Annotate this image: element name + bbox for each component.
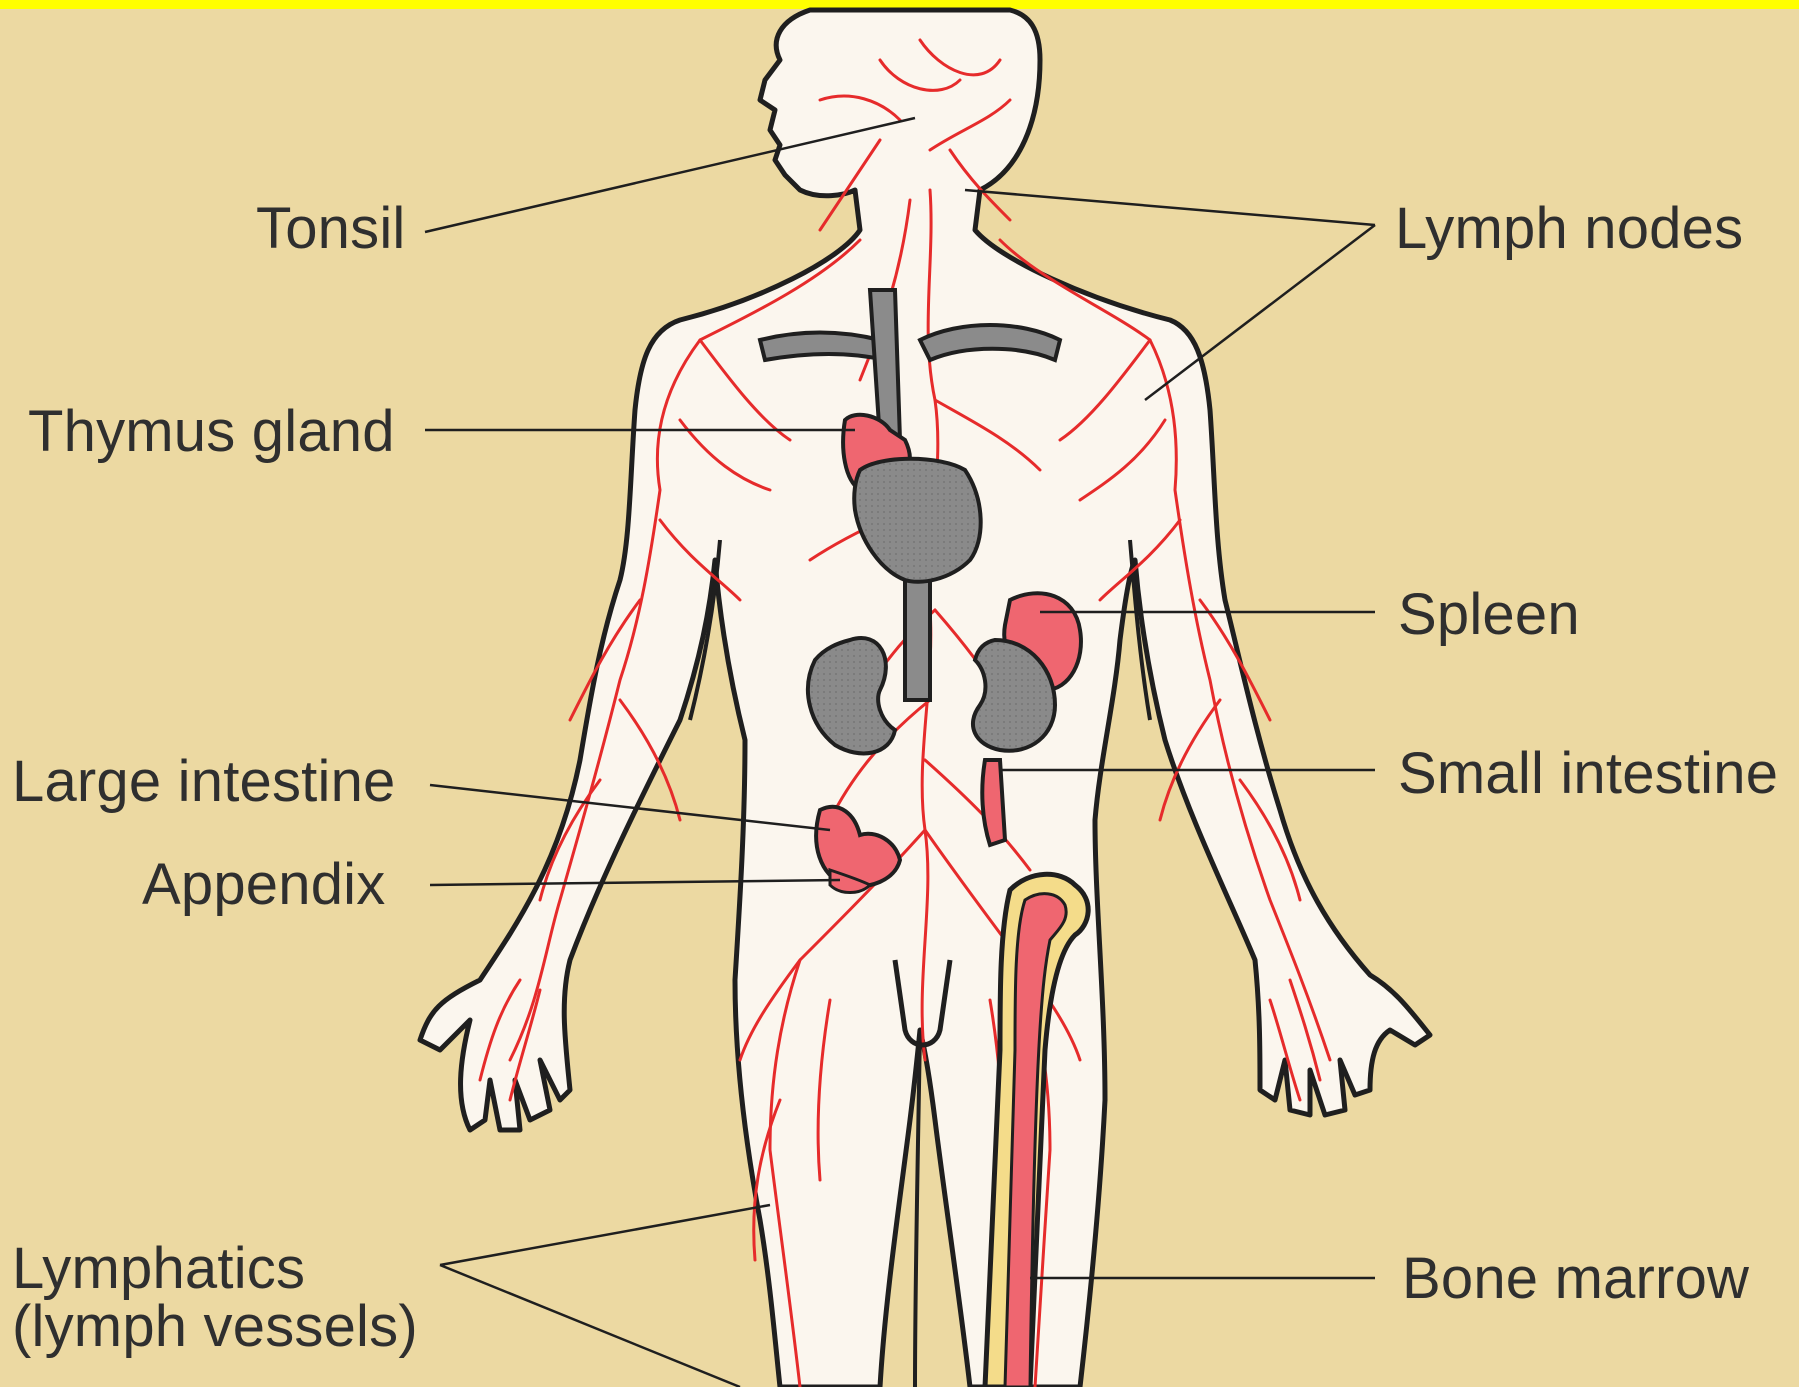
lymph-nodes-label: Lymph nodes (1395, 200, 1743, 258)
bone-marrow-label: Bone marrow (1402, 1250, 1749, 1308)
lymph-nodes-leader-line-1 (965, 190, 1375, 225)
lymphatics-leader-line-1 (440, 1205, 770, 1265)
tonsil-label: Tonsil (256, 200, 406, 258)
large-intestine-label: Large intestine (12, 753, 395, 811)
lymphatics-leader-line-2 (440, 1265, 740, 1387)
lymphatics-label-line1: Lymphatics (12, 1240, 418, 1298)
small-intestine-label: Small intestine (1398, 745, 1778, 803)
lymphatics-label: Lymphatics (lymph vessels) (12, 1240, 418, 1356)
lymph-nodes-leader-line-2 (1145, 225, 1375, 400)
spleen-label: Spleen (1398, 586, 1580, 644)
thymus-gland-label: Thymus gland (28, 403, 395, 461)
small-intestine-organ (982, 760, 1005, 845)
lymphatics-label-line2: (lymph vessels) (12, 1298, 418, 1356)
appendix-label: Appendix (142, 856, 385, 914)
